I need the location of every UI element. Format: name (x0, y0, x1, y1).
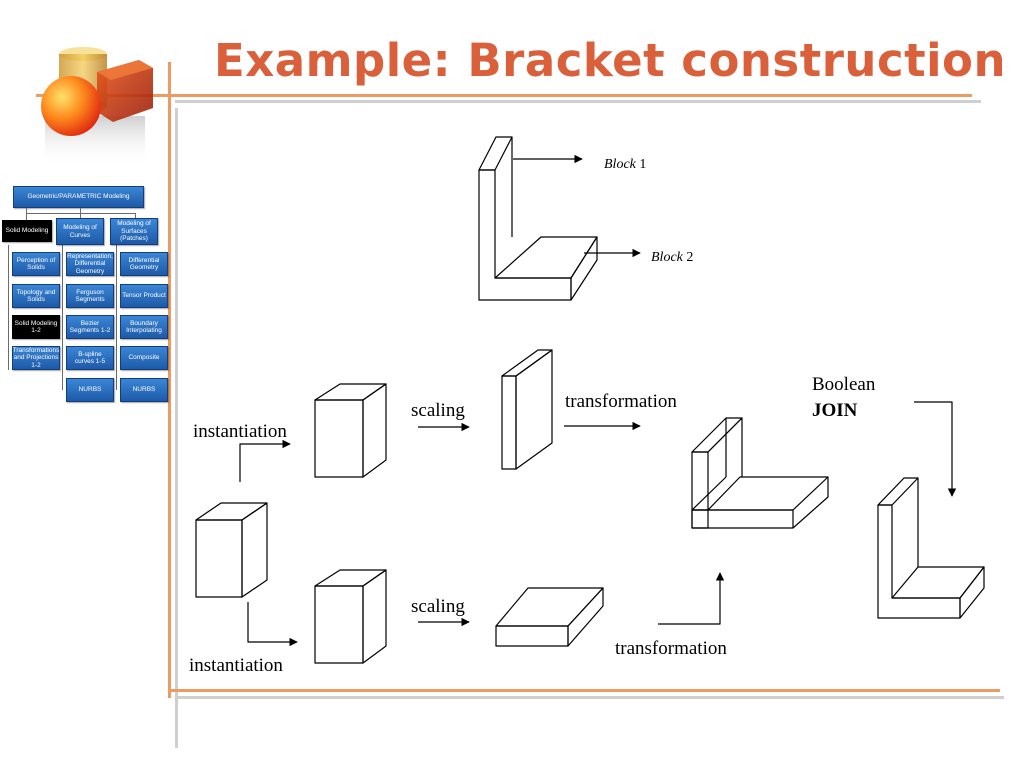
nav-connector (8, 245, 9, 370)
label-boolean: Boolean (812, 374, 876, 395)
nav-item-topology-and-solids[interactable]: Topology and Solids (12, 284, 60, 308)
l-bracket-final (877, 477, 985, 619)
nav-item-representation-differential-geometry[interactable]: Representation, Differential Geometry (66, 252, 114, 276)
nav-item-solid-modeling[interactable]: Solid Modeling (2, 220, 52, 242)
nav-item-transformations-and-projections[interactable]: Transformations and Projections 1-2 (12, 346, 60, 370)
instance-block-top (314, 383, 387, 478)
left-rule-shadow (175, 108, 178, 748)
nav-item-bezier-segments[interactable]: Bezier Segments 1-2 (66, 315, 114, 339)
nav-item-composite[interactable]: Composite (120, 346, 168, 370)
nav-item-nurbs-curves[interactable]: NURBS (66, 378, 114, 402)
nav-item-modeling-of-curves[interactable]: Modeling of Curves (56, 218, 104, 245)
nav-connector (116, 245, 117, 390)
solid-logo-icon (41, 47, 153, 166)
left-rule (168, 62, 171, 698)
nav-item-modeling-of-surfaces[interactable]: Modeling of Surfaces (Patches) (110, 218, 158, 245)
label-scaling-top: scaling (411, 400, 465, 421)
nav-connector (80, 208, 81, 218)
nav-item-tensor-product[interactable]: Tensor Product (120, 284, 168, 308)
nav-root[interactable]: Geometric/PARAMETRIC Modeling (13, 186, 144, 208)
label-transformation-top: transformation (565, 391, 677, 412)
nav-item-solid-modeling-1-2[interactable]: Solid Modeling 1-2 (12, 315, 60, 339)
nav-connector (26, 208, 27, 220)
nav-connector (26, 213, 136, 214)
nav-item-nurbs-surfaces[interactable]: NURBS (120, 378, 168, 402)
bottom-rule-shadow (178, 696, 1004, 699)
label-scaling-bottom: scaling (411, 596, 465, 617)
label-transformation-bottom: transformation (615, 638, 727, 659)
label-block-1: Block 1 (604, 157, 646, 172)
base-block (195, 502, 268, 598)
nav-item-ferguson-segments[interactable]: Ferguson Segments (66, 284, 114, 308)
instance-block-bottom (314, 569, 387, 664)
l-bracket-top (478, 136, 598, 301)
scaled-plate-top (501, 349, 553, 470)
nav-item-perception-of-solids[interactable]: Perception of Solids (12, 252, 60, 276)
diagram-arrows (239, 154, 957, 647)
nav-item-differential-geometry[interactable]: Differential Geometry (120, 252, 168, 276)
label-instantiation-top: instantiation (193, 421, 287, 442)
title-rule-shadow (175, 100, 981, 103)
label-join: JOIN (812, 400, 858, 421)
slide-title: Example: Bracket construction (214, 34, 1007, 87)
nav-connector (62, 245, 63, 390)
nav-connector (135, 213, 136, 219)
title-rule (36, 94, 972, 97)
scaled-slab-bottom (495, 587, 604, 647)
transformed-assembly (691, 417, 829, 529)
nav-item-b-spline-curves[interactable]: B-spline curves 1-5 (66, 346, 114, 370)
label-instantiation-bottom: instantiation (189, 655, 283, 676)
nav-item-boundary-interpolating[interactable]: Boundary Interpolating (120, 315, 168, 339)
label-block-2: Block 2 (651, 250, 693, 265)
bottom-rule (170, 689, 1000, 692)
